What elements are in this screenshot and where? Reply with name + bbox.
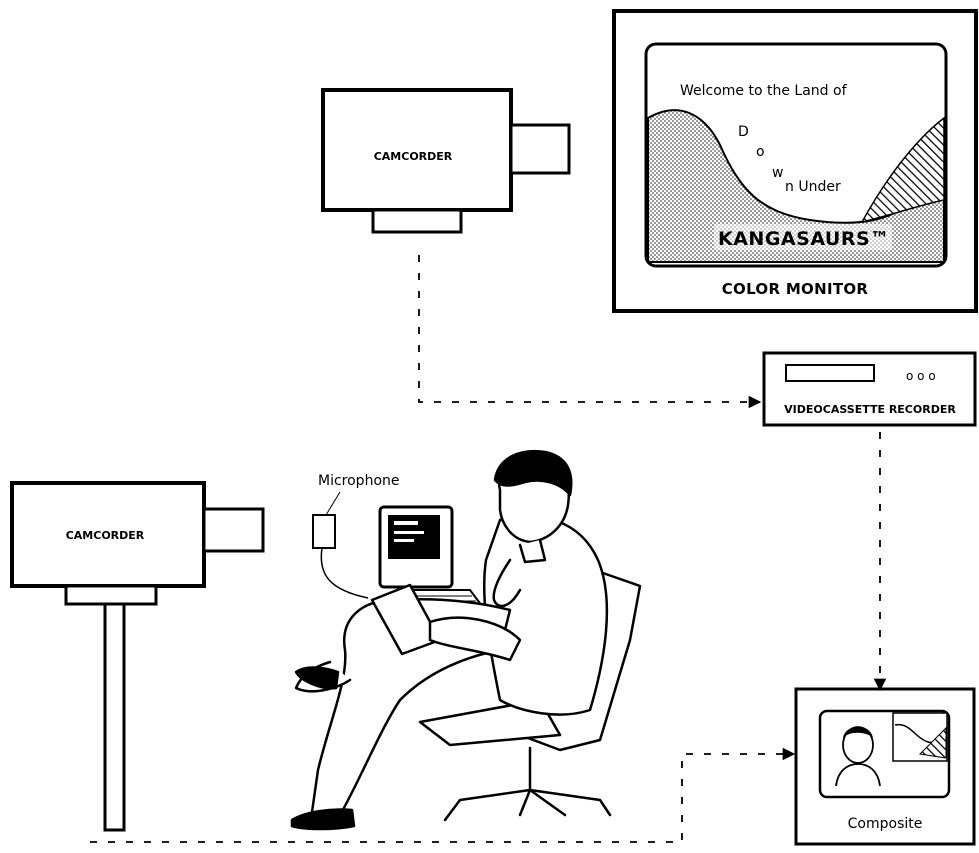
vcr-dials: o o o — [906, 369, 936, 383]
camcorder-top-label: CAMCORDER — [374, 150, 453, 163]
monitor-letter-o: o — [756, 144, 765, 160]
color-monitor-label: COLOR MONITOR — [722, 280, 869, 298]
microphone-label: Microphone — [318, 473, 400, 489]
composite-output: Composite — [794, 687, 976, 846]
vcr-label: VIDEOCASSETTE RECORDER — [784, 403, 956, 416]
cam-top-to-vcr-line — [418, 255, 762, 409]
color-monitor: Welcome to the Land of D o w n Under KAN… — [612, 9, 978, 313]
connections — [90, 255, 887, 843]
camcorder-left: CAMCORDER — [10, 481, 265, 832]
camcorder-left-label: CAMCORDER — [66, 529, 145, 542]
monitor-letter-w: w — [772, 165, 783, 181]
monitor-under-text: n Under — [785, 179, 841, 195]
monitor-welcome-text: Welcome to the Land of — [680, 83, 848, 99]
camcorder-top: CAMCORDER — [321, 88, 571, 234]
monitor-letter-d: D — [738, 124, 749, 140]
computer — [378, 505, 484, 607]
microphone: Microphone — [312, 473, 400, 599]
cam-left-to-composite-line — [90, 747, 796, 843]
composite-label: Composite — [848, 816, 923, 832]
tripod-post — [103, 602, 126, 832]
videocassette-recorder: o o o VIDEOCASSETTE RECORDER — [762, 351, 977, 427]
seated-person — [290, 449, 642, 831]
monitor-brand-text: KANGASAURS™ — [718, 228, 890, 250]
monitor-hatched-hill — [860, 116, 945, 224]
